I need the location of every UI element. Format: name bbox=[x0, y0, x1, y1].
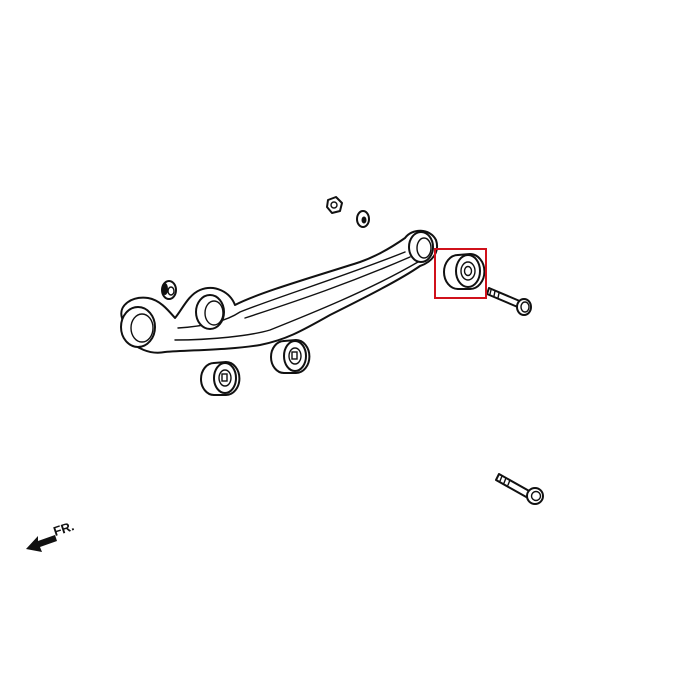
arrow-left-icon bbox=[26, 535, 57, 552]
bolt-upper bbox=[486, 287, 532, 316]
bolt-lower bbox=[495, 473, 544, 505]
nut-1 bbox=[326, 196, 343, 214]
bushing-front bbox=[200, 361, 241, 396]
bushing-highlighted bbox=[443, 253, 486, 290]
bushing-middle bbox=[270, 339, 311, 374]
nut-3 bbox=[161, 280, 177, 300]
highlight-box bbox=[434, 248, 487, 299]
nut-2 bbox=[356, 210, 370, 228]
control-arm bbox=[120, 229, 438, 354]
